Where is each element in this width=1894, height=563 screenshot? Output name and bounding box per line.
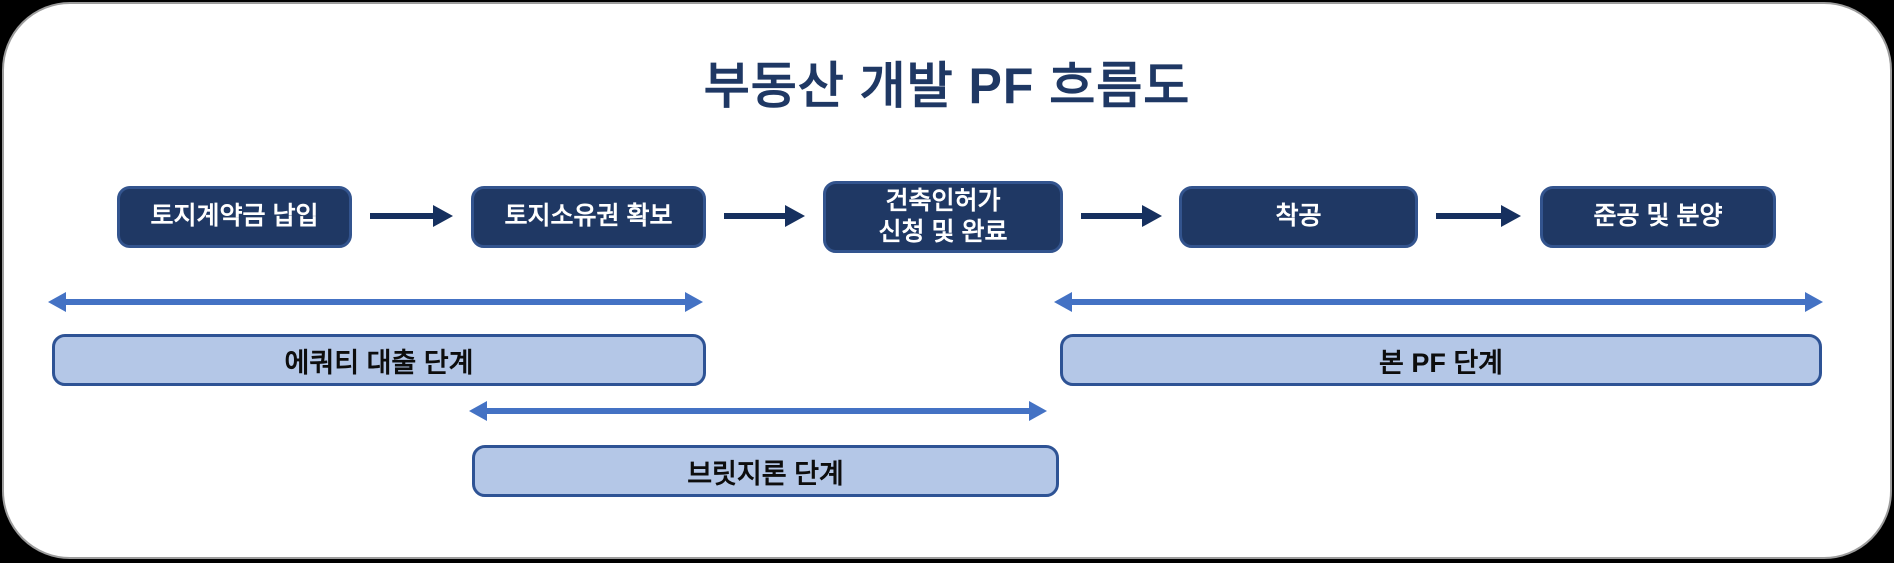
stage-bridge-loan: 브릿지론 단계 (472, 445, 1059, 497)
step-land-ownership: 토지소유권 확보 (471, 186, 706, 248)
diagram-title: 부동산 개발 PF 흐름도 (703, 58, 1191, 114)
right-arrow-icon (1436, 205, 1521, 227)
step-construction-start: 착공 (1179, 186, 1418, 248)
step-land-contract-deposit: 토지계약금 납입 (117, 186, 352, 248)
right-arrow-icon (1081, 205, 1162, 227)
right-arrow-icon (370, 205, 453, 227)
double-arrow-equity-range-icon (48, 292, 703, 312)
step-building-permit: 건축인허가 신청 및 완료 (823, 181, 1063, 253)
stage-main-pf: 본 PF 단계 (1060, 334, 1822, 386)
step-completion-and-sale: 준공 및 분양 (1540, 186, 1776, 248)
double-arrow-main-pf-range-icon (1054, 292, 1823, 312)
double-arrow-bridge-range-icon (469, 401, 1047, 421)
stage-equity-loan: 에쿼티 대출 단계 (52, 334, 706, 386)
right-arrow-icon (724, 205, 805, 227)
